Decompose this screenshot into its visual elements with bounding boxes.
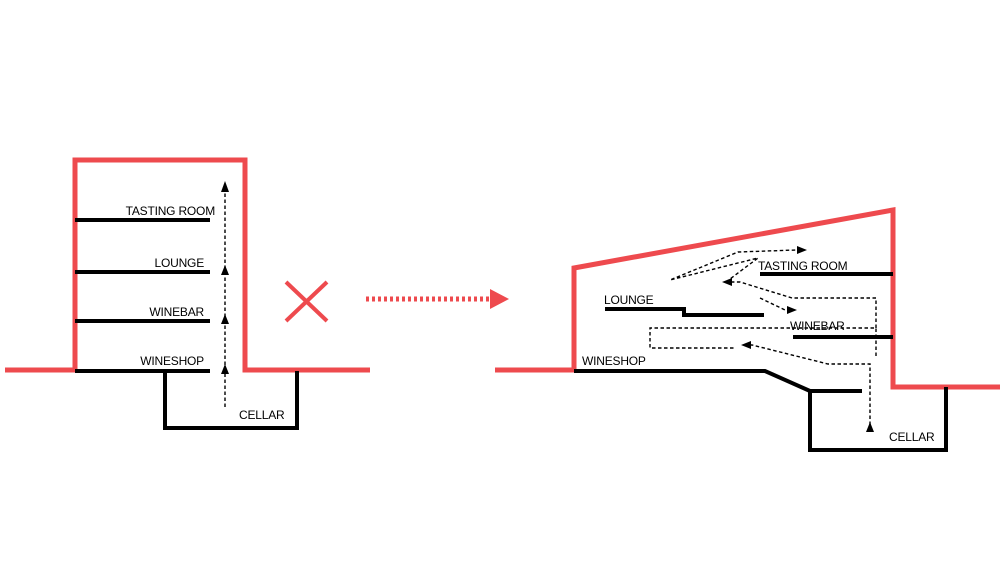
right-circulation-path — [649, 249, 877, 425]
left-label-lounge: LOUNGE — [155, 256, 205, 270]
left-label-winebar: WINEBAR — [149, 305, 204, 319]
right-label-wineshop: WINESHOP — [582, 354, 646, 368]
right-label-winebar: WINEBAR — [790, 319, 845, 333]
arrow-left-icon — [722, 278, 732, 286]
left-label-cellar: CELLAR — [239, 408, 285, 422]
right-label-tasting-room: TASTING ROOM — [758, 259, 848, 273]
dotted-arrow-icon — [366, 289, 509, 309]
right-cellar-box — [808, 387, 948, 452]
right-floor-wineshop — [574, 369, 811, 393]
arrow-left-icon — [741, 341, 751, 349]
left-label-wineshop: WINESHOP — [140, 354, 204, 368]
right-envelope — [495, 207, 1000, 390]
arrow-up-icon — [221, 314, 229, 324]
arrow-right-icon — [797, 246, 807, 254]
right-label-cellar: CELLAR — [889, 430, 935, 444]
right-floor-lounge — [605, 307, 764, 317]
arrow-up-icon — [221, 181, 229, 192]
cross-icon — [284, 280, 329, 323]
left-section: TASTING ROOM LOUNGE WINEBAR WINESHOP CEL… — [5, 157, 370, 430]
right-section: TASTING ROOM LOUNGE WINEBAR WINESHOP CEL… — [495, 207, 1000, 452]
left-envelope — [5, 157, 370, 373]
arrow-up-icon — [221, 265, 229, 275]
arrow-right-icon — [787, 306, 797, 314]
left-label-tasting-room: TASTING ROOM — [126, 204, 216, 218]
left-cellar-box — [163, 371, 299, 430]
right-label-lounge: LOUNGE — [604, 293, 654, 307]
arrow-up-icon — [221, 364, 229, 374]
arrow-up-icon — [866, 422, 874, 432]
